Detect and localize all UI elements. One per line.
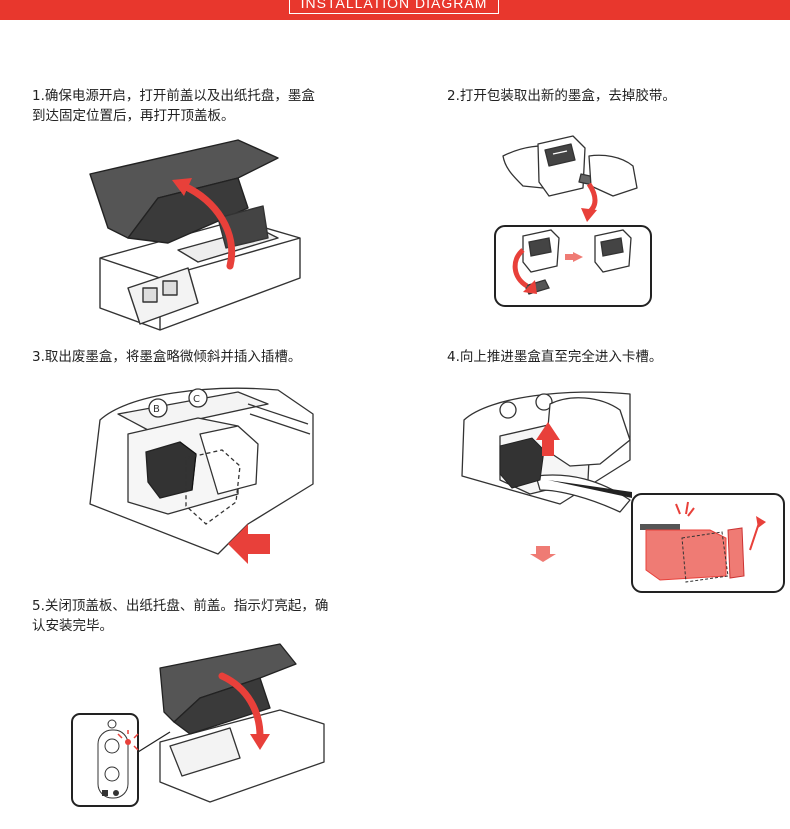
step-5-line-2: 认安装完毕。 (32, 618, 113, 634)
step-5-illustration (70, 642, 330, 808)
step-1-text: 1.确保电源开启，打开前盖以及出纸托盘，墨盒 到达固定位置后，再打开顶盖板。 (32, 86, 392, 126)
push-up-arrow-icon (536, 422, 560, 456)
slot-label-c: C (193, 394, 200, 405)
header-banner: INSTALLATION DIAGRAM (0, 0, 790, 20)
close-lid-arrow-icon (250, 734, 270, 750)
step-4-illustration (460, 380, 786, 594)
step-2-line-1: 2.打开包装取出新的墨盒，去掉胶带。 (447, 88, 676, 104)
step-3-text: 3.取出废墨盒，将墨盒略微倾斜并插入插槽。 (32, 347, 392, 367)
banner-title: INSTALLATION DIAGRAM (289, 0, 499, 14)
step-5-line-1: 5.关闭顶盖板、出纸托盘、前盖。指示灯亮起，确 (32, 598, 329, 614)
slot-label-b: B (153, 404, 160, 415)
step-1-line-1: 1.确保电源开启，打开前盖以及出纸托盘，墨盒 (32, 88, 315, 104)
insert-arrow-icon (228, 524, 270, 564)
step-2-text: 2.打开包装取出新的墨盒，去掉胶带。 (447, 86, 777, 106)
indicator-light-icon (125, 739, 131, 745)
down-arrow-icon (530, 546, 556, 562)
ink-status-icon (102, 790, 108, 796)
power-icon (107, 719, 117, 729)
step-4-line-1: 4.向上推进墨盒直至完全进入卡槽。 (447, 349, 663, 365)
step-3-illustration: B C (88, 374, 320, 564)
step-1-illustration (88, 138, 308, 338)
step-2-illustration (493, 126, 653, 311)
step-4-text: 4.向上推进墨盒直至完全进入卡槽。 (447, 347, 777, 367)
next-arrow-icon (573, 252, 583, 262)
step-1-line-2: 到达固定位置后，再打开顶盖板。 (32, 108, 235, 124)
step-3-line-1: 3.取出废墨盒，将墨盒略微倾斜并插入插槽。 (32, 349, 302, 365)
open-lid-arrow-icon (180, 182, 236, 270)
step-5-text: 5.关闭顶盖板、出纸托盘、前盖。指示灯亮起，确 认安装完毕。 (32, 596, 402, 636)
